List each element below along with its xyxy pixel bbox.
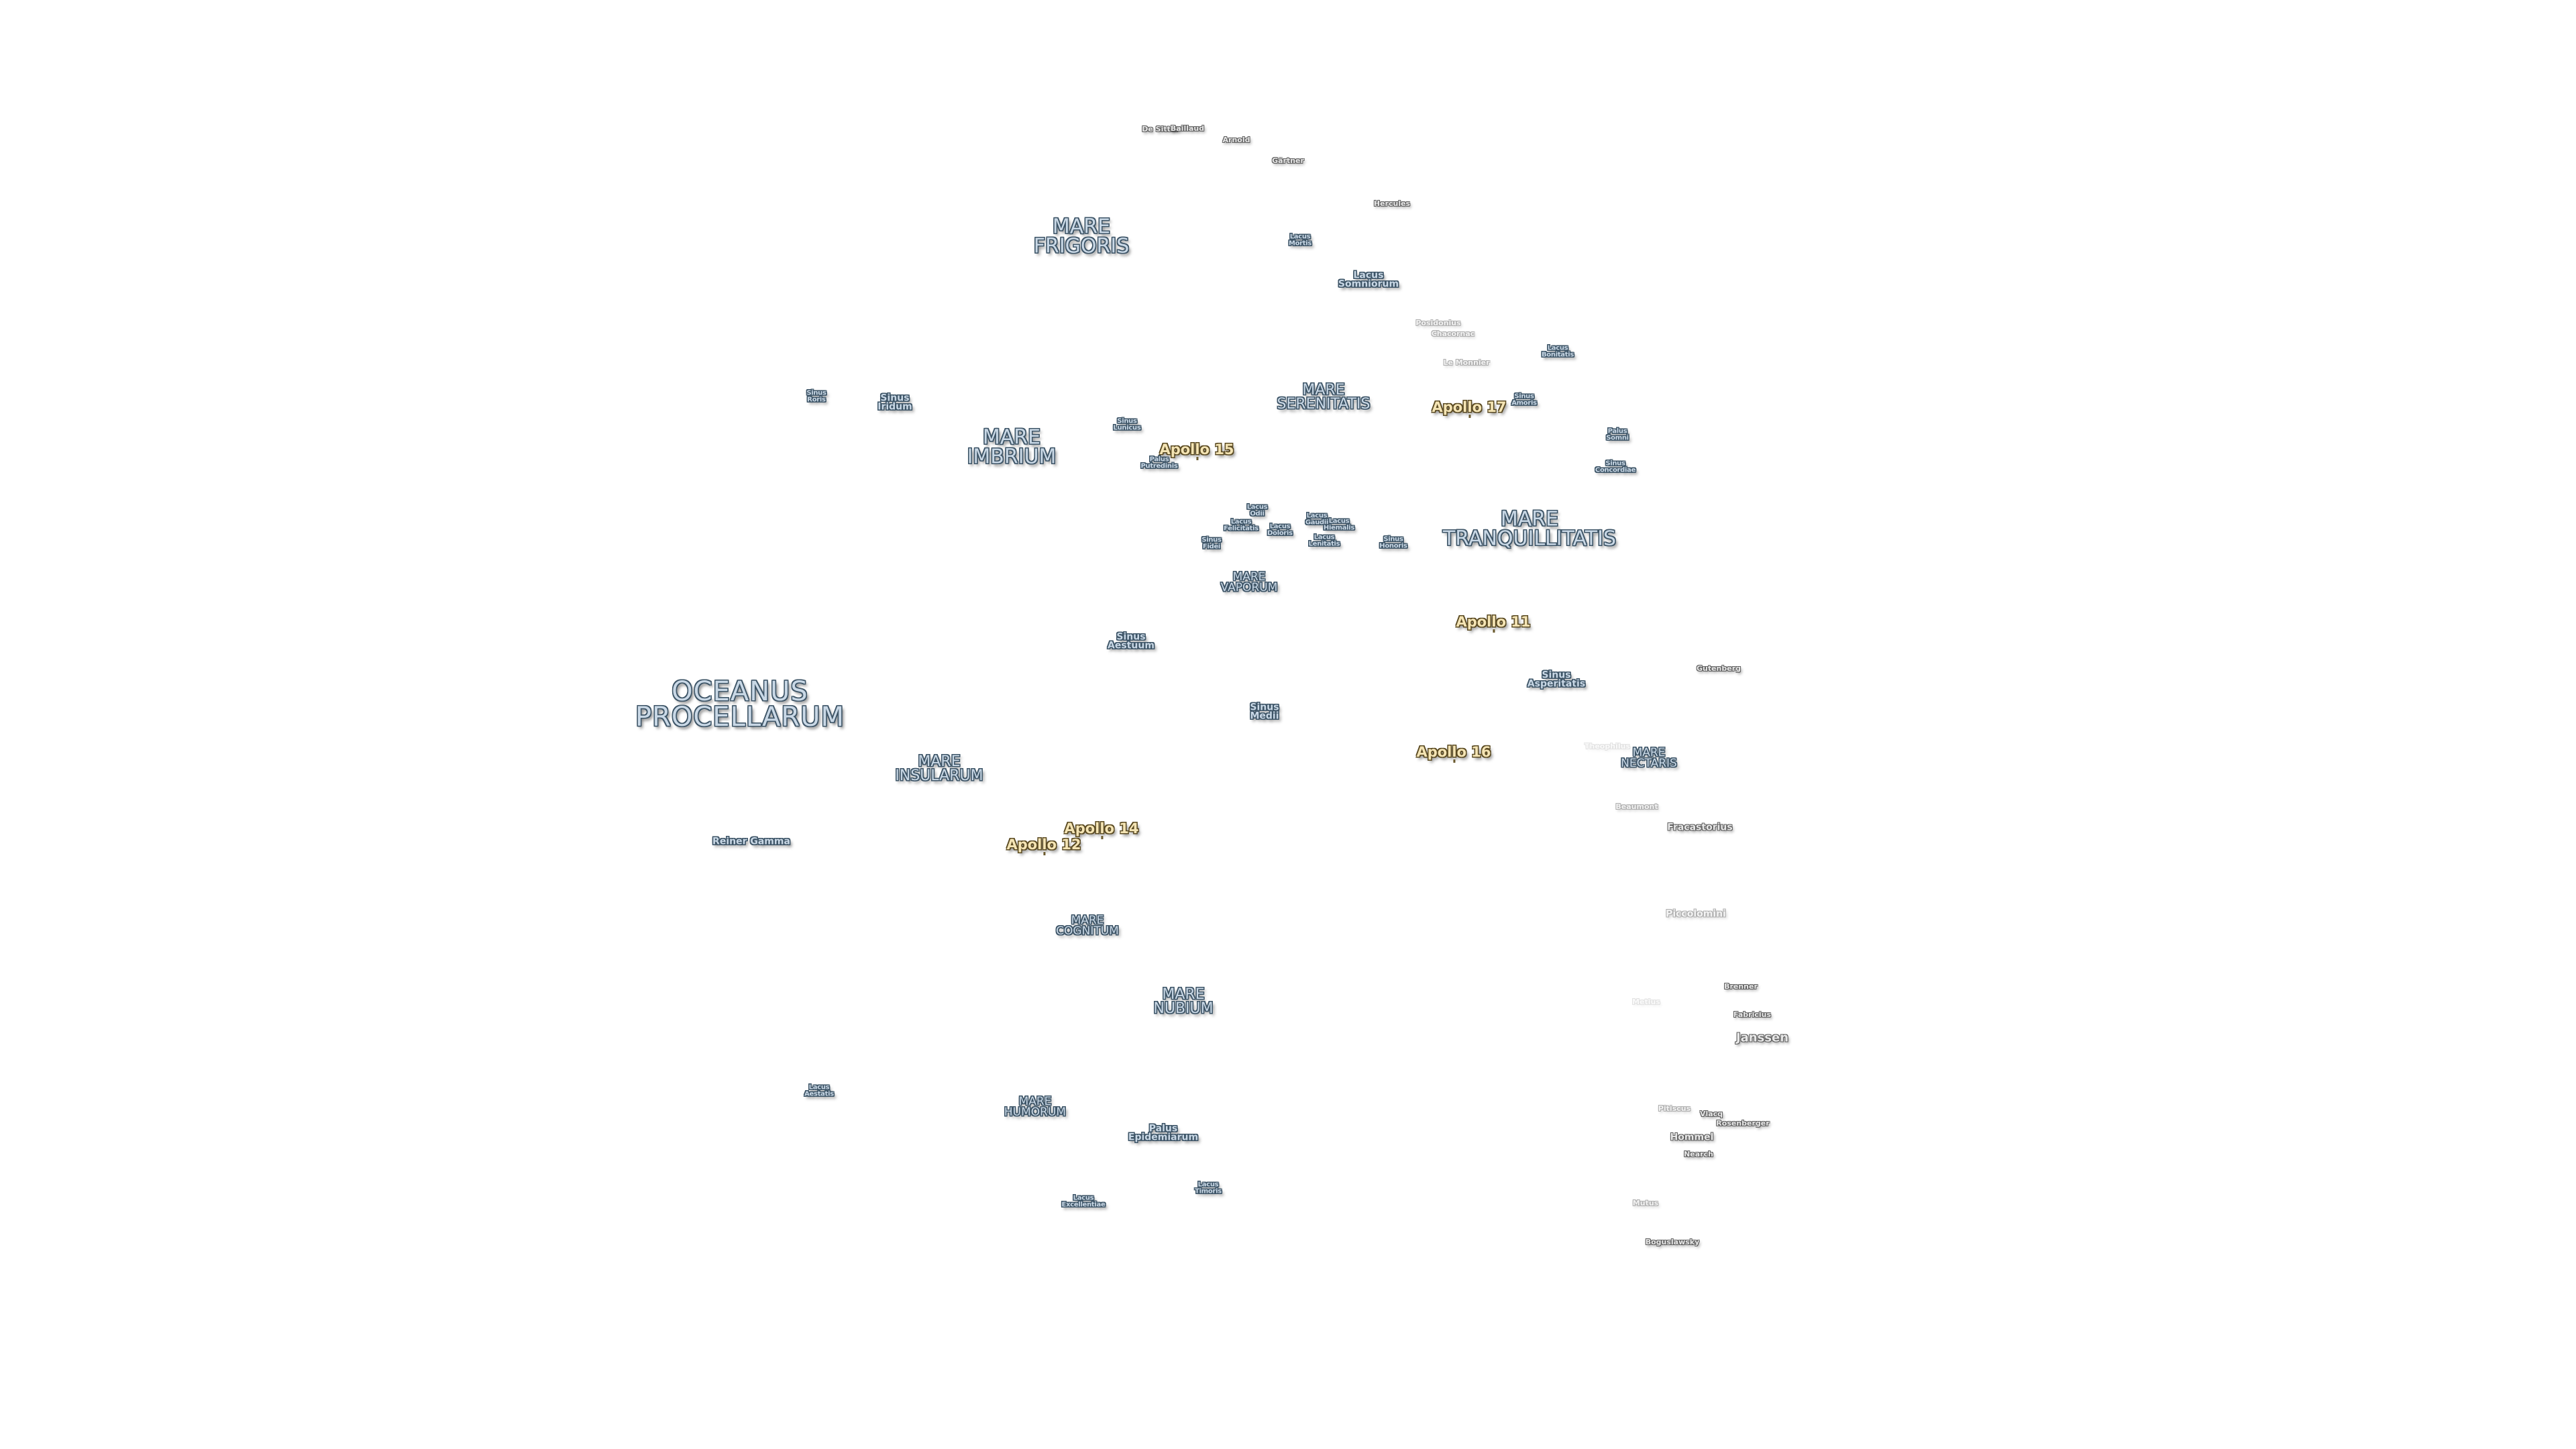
label-sinus-asperitatis[interactable]: Sinus Asperitatis bbox=[1527, 669, 1586, 690]
crater-nearch[interactable]: Nearch bbox=[1684, 1149, 1713, 1159]
apollo-16-site[interactable]: Apollo 16 bbox=[1416, 744, 1491, 763]
label-palus-epidemiarum[interactable]: Palus Epidemiarum bbox=[1128, 1123, 1199, 1143]
crater-fracastorius[interactable]: Fracastorius bbox=[1667, 822, 1733, 833]
label-oceanus-procellarum[interactable]: OCEANUS PROCELLARUM bbox=[635, 676, 845, 733]
label-lacus-doloris[interactable]: Lacus Doloris bbox=[1267, 523, 1293, 537]
label-mare-nubium[interactable]: MARE NUBIUM bbox=[1153, 986, 1214, 1017]
crater-theophilus[interactable]: Theophilus bbox=[1585, 741, 1630, 751]
label-mare-tranquillitatis[interactable]: MARE TRANQUILLITATIS bbox=[1442, 507, 1617, 550]
label-palus-somni[interactable]: Palus Somni bbox=[1606, 427, 1629, 441]
label-sinus-lunicus[interactable]: Sinus Lunicus bbox=[1113, 417, 1141, 431]
label-sinus-amoris[interactable]: Sinus Amoris bbox=[1511, 392, 1537, 407]
label-lacus-gaudii[interactable]: Lacus Gaudii bbox=[1305, 512, 1329, 526]
apollo-12-site[interactable]: Apollo 12 bbox=[1006, 837, 1081, 855]
crater-metius[interactable]: Metius bbox=[1632, 997, 1660, 1006]
label-lacus-lenitatis[interactable]: Lacus Lenitatis bbox=[1308, 533, 1340, 547]
label-palus-putredinis[interactable]: Palus Putredinis bbox=[1140, 455, 1178, 470]
crater-mutus[interactable]: Mutus bbox=[1632, 1198, 1659, 1208]
crater-pitiscus[interactable]: Pitiscus bbox=[1658, 1104, 1691, 1113]
label-lacus-hiemalis[interactable]: Lacus Hiemalis bbox=[1323, 517, 1355, 531]
crater-piccolomini[interactable]: Piccolomini bbox=[1666, 908, 1726, 920]
label-lacus-somniorum[interactable]: Lacus Somniorum bbox=[1338, 270, 1399, 290]
label-lacus-timoris[interactable]: Lacus Timoris bbox=[1195, 1181, 1222, 1195]
apollo-11-site[interactable]: Apollo 11 bbox=[1456, 614, 1531, 633]
label-mare-serenitatis[interactable]: MARE SERENITATIS bbox=[1277, 382, 1371, 413]
crater-de-sitter[interactable]: De Sitter bbox=[1142, 124, 1179, 133]
label-lacus-aestatis[interactable]: Lacus Aestatis bbox=[804, 1083, 834, 1097]
crater-gutenberg[interactable]: Gutenberg bbox=[1696, 663, 1741, 673]
crater-boguslawsky[interactable]: Boguslawsky bbox=[1645, 1237, 1700, 1246]
label-mare-imbrium[interactable]: MARE IMBRIUM bbox=[967, 425, 1057, 468]
label-sinus-aestuum[interactable]: Sinus Aestuum bbox=[1108, 631, 1155, 651]
label-mare-vaporum[interactable]: MARE VAPORUM bbox=[1220, 570, 1278, 594]
crater-vlacq[interactable]: Vlacq bbox=[1699, 1109, 1723, 1118]
label-lacus-odii[interactable]: Lacus Odii bbox=[1246, 503, 1268, 517]
crater-hommel[interactable]: Hommel bbox=[1670, 1132, 1714, 1143]
crater-chacornac[interactable]: Chacornac bbox=[1431, 329, 1475, 338]
crater-fabricius[interactable]: Fabricius bbox=[1733, 1010, 1772, 1019]
apollo-14-site[interactable]: Apollo 14 bbox=[1064, 820, 1139, 839]
label-sinus-roris[interactable]: Sinus Roris bbox=[806, 389, 826, 403]
crater-baillaud[interactable]: Baillaud bbox=[1170, 123, 1205, 133]
crater-rosenberger[interactable]: Rosenberger bbox=[1716, 1118, 1770, 1128]
crater-brenner[interactable]: Brenner bbox=[1724, 981, 1758, 991]
apollo-15-site[interactable]: Apollo 15 bbox=[1159, 441, 1234, 460]
label-mare-frigoris[interactable]: MARE FRIGORIS bbox=[1033, 215, 1130, 258]
label-reiner-gamma[interactable]: Reiner Gamma bbox=[712, 836, 790, 847]
label-sinus-fidei[interactable]: Sinus Fidei bbox=[1201, 536, 1222, 550]
label-lacus-felicitatis[interactable]: Lacus Felicitatis bbox=[1224, 518, 1258, 532]
crater-arnold[interactable]: Arnold bbox=[1222, 135, 1250, 144]
label-sinus-honoris[interactable]: Sinus Honoris bbox=[1379, 535, 1407, 549]
crater-janssen[interactable]: Janssen bbox=[1735, 1030, 1789, 1045]
crater-beaumont[interactable]: Beaumont bbox=[1615, 802, 1658, 811]
label-sinus-medii[interactable]: Sinus Medii bbox=[1250, 702, 1279, 722]
label-mare-cognitum[interactable]: MARE COGNITUM bbox=[1056, 913, 1119, 938]
crater-posidonius[interactable]: Posidonius bbox=[1415, 318, 1461, 327]
label-lacus-bonitatis[interactable]: Lacus Bonitatis bbox=[1541, 344, 1574, 358]
label-lacus-excellentiae[interactable]: Lacus Excellentiae bbox=[1061, 1194, 1106, 1208]
label-sinus-iridum[interactable]: Sinus Iridum bbox=[877, 392, 912, 413]
label-mare-humorum[interactable]: MARE HUMORUM bbox=[1004, 1094, 1067, 1119]
crater-hercules[interactable]: Hercules bbox=[1373, 199, 1411, 208]
crater-gartner[interactable]: Gärtner bbox=[1272, 156, 1304, 165]
label-mare-insularum[interactable]: MARE INSULARUM bbox=[895, 753, 983, 784]
label-mare-nectaris[interactable]: MARE NECTARIS bbox=[1621, 745, 1677, 770]
label-lacus-mortis[interactable]: Lacus Mortis bbox=[1288, 233, 1312, 247]
label-sinus-concordiae[interactable]: Sinus Concordiae bbox=[1595, 460, 1636, 474]
apollo-17-site[interactable]: Apollo 17 bbox=[1432, 399, 1507, 418]
crater-le-monnier[interactable]: Le Monnier bbox=[1443, 358, 1490, 367]
